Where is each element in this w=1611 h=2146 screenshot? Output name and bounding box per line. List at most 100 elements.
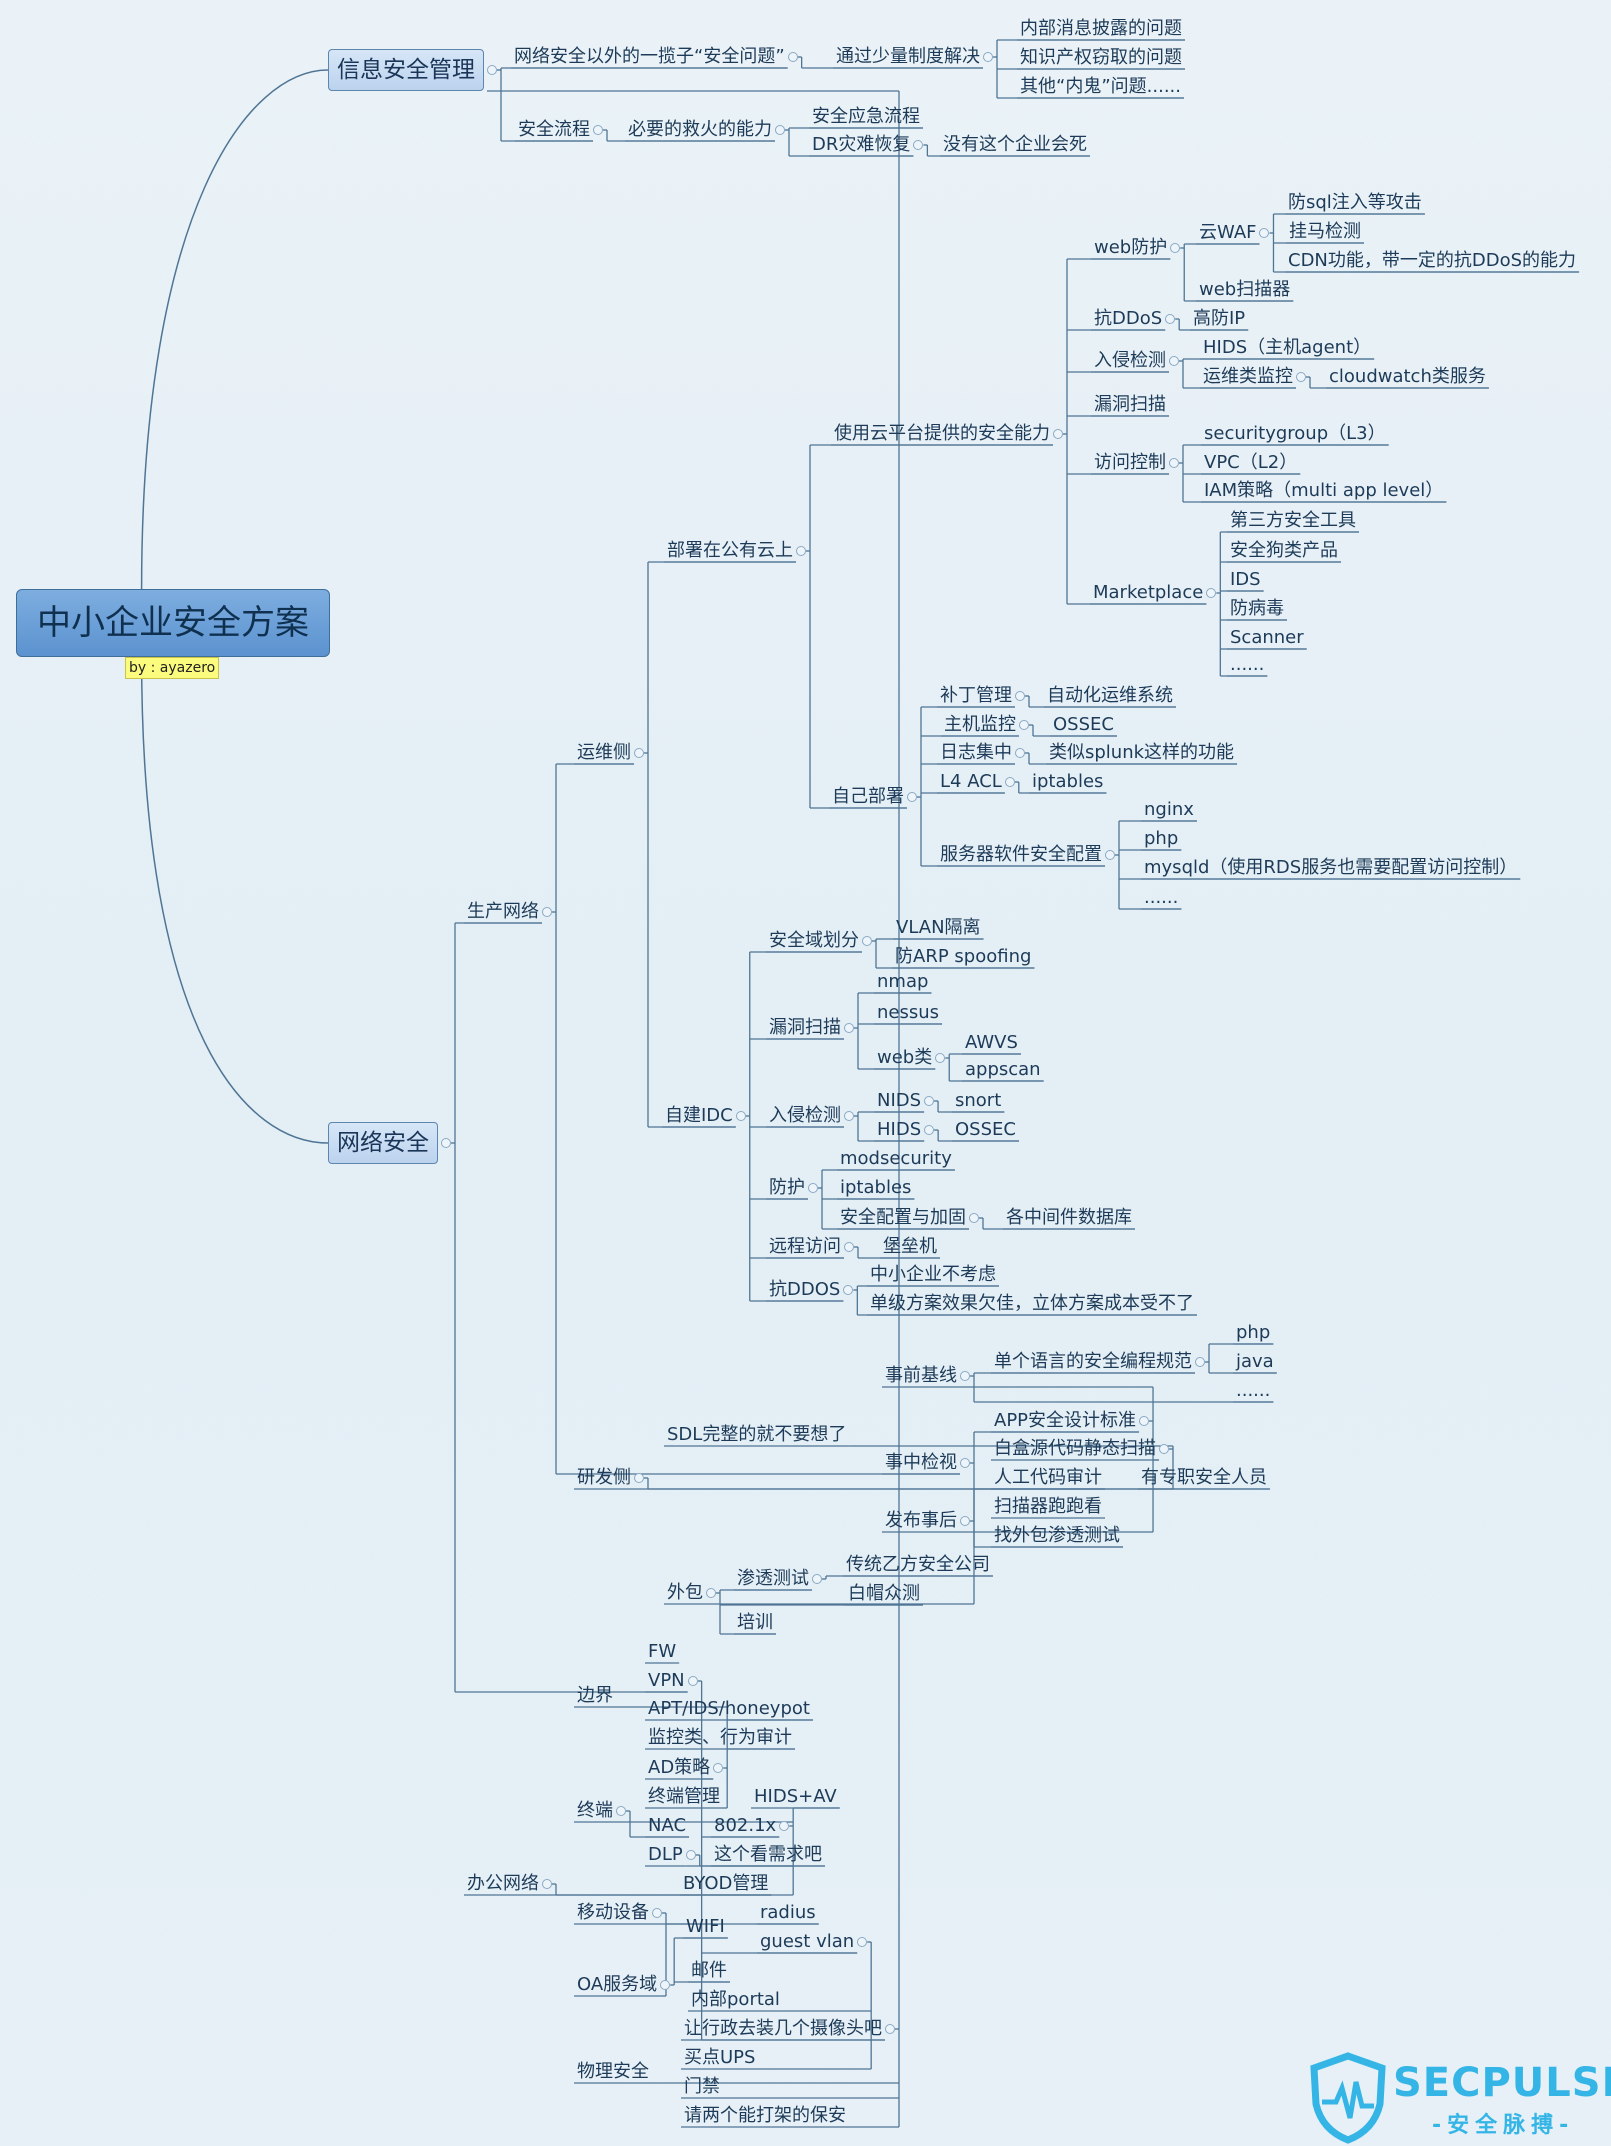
mind-map-node[interactable]: AD策略 (648, 1757, 711, 1778)
collapse-toggle-icon[interactable] (1259, 228, 1270, 238)
mind-map-node[interactable]: L4 ACL (940, 771, 1002, 792)
mind-map-node[interactable]: HIDS（主机agent） (1203, 337, 1372, 358)
mind-map-node[interactable]: CDN功能，带一定的抗DDoS的能力 (1288, 250, 1577, 271)
collapse-toggle-icon[interactable] (1169, 356, 1179, 366)
mind-map-node[interactable]: nmap (877, 971, 929, 992)
mind-map-node[interactable]: FW (648, 1641, 677, 1662)
collapse-toggle-icon[interactable] (983, 52, 993, 62)
collapse-toggle-icon[interactable] (808, 1183, 818, 1193)
mind-map-node[interactable]: 安全配置与加固 (840, 1207, 966, 1228)
mind-map-node[interactable]: 各中间件数据库 (1006, 1207, 1132, 1228)
mind-map-node[interactable]: BYOD管理 (683, 1873, 769, 1894)
branch-topic-info-security[interactable]: 信息安全管理 (328, 49, 484, 91)
mind-map-node[interactable]: snort (955, 1090, 1002, 1111)
mind-map-node[interactable]: 这个看需求吧 (714, 1844, 822, 1865)
collapse-toggle-icon[interactable] (1170, 243, 1181, 253)
mind-map-node[interactable]: 挂马检测 (1289, 221, 1361, 242)
mind-map-node[interactable]: IAM策略（multi app level） (1204, 480, 1444, 501)
collapse-toggle-icon[interactable] (1206, 588, 1217, 598)
mind-map-node[interactable]: 办公网络 (467, 1873, 539, 1894)
collapse-toggle-icon[interactable] (913, 140, 924, 150)
collapse-toggle-icon[interactable] (844, 1111, 854, 1121)
mind-map-node[interactable]: iptables (840, 1177, 912, 1198)
mind-map-node[interactable]: 知识产权窃取的问题 (1020, 47, 1182, 68)
mind-map-node[interactable]: web类 (877, 1047, 933, 1068)
mind-map-node[interactable]: 服务器软件安全配置 (940, 844, 1102, 865)
branch-topic-network-security[interactable]: 网络安全 (328, 1122, 438, 1164)
mind-map-node[interactable]: securitygroup（L3） (1204, 423, 1386, 444)
collapse-toggle-icon[interactable] (1019, 720, 1029, 730)
mind-map-node[interactable]: 通过少量制度解决 (836, 46, 980, 67)
mind-map-node[interactable]: 内部portal (691, 1989, 780, 2010)
mind-map-node[interactable]: 找外包渗透测试 (994, 1525, 1120, 1546)
collapse-toggle-icon[interactable] (787, 52, 798, 62)
mind-map-node[interactable]: 部署在公有云上 (667, 540, 793, 561)
mind-map-node[interactable]: 安全域划分 (769, 930, 859, 951)
collapse-toggle-icon[interactable] (1015, 691, 1025, 701)
collapse-toggle-icon[interactable] (687, 1676, 698, 1686)
mind-map-node[interactable]: 日志集中 (940, 742, 1012, 763)
mind-map-node[interactable]: AWVS (965, 1032, 1018, 1053)
mind-map-node[interactable]: 必要的救火的能力 (628, 119, 772, 140)
collapse-toggle-icon[interactable] (844, 1023, 854, 1033)
collapse-toggle-icon[interactable] (969, 1213, 979, 1223)
mind-map-node[interactable]: 访问控制 (1094, 452, 1166, 473)
collapse-toggle-icon[interactable] (1169, 458, 1179, 468)
collapse-toggle-icon[interactable] (1159, 1444, 1169, 1454)
mind-map-node[interactable]: 入侵检测 (1094, 350, 1166, 371)
mind-map-node[interactable]: VLAN隔离 (896, 917, 981, 938)
collapse-toggle-icon[interactable] (924, 1096, 935, 1106)
collapse-toggle-icon[interactable] (960, 1371, 970, 1381)
mind-map-node[interactable]: web防护 (1094, 237, 1168, 258)
mind-map-node[interactable]: 自己部署 (832, 786, 904, 807)
mind-map-node[interactable]: 防sql注入等攻击 (1288, 192, 1422, 213)
mind-map-node[interactable]: 白帽众测 (848, 1583, 920, 1604)
mind-map-node[interactable]: php (1144, 828, 1179, 849)
mind-map-node[interactable]: 高防IP (1193, 308, 1246, 329)
collapse-toggle-icon[interactable] (1053, 429, 1063, 439)
mind-map-node[interactable]: OSSEC (1053, 714, 1114, 735)
collapse-toggle-icon[interactable] (634, 748, 644, 758)
mind-map-node[interactable]: 云WAF (1199, 222, 1257, 243)
mind-map-node[interactable]: HIDS (877, 1119, 922, 1140)
mind-map-node[interactable]: 生产网络 (467, 901, 539, 922)
mind-map-node[interactable]: 其他“内鬼”问题...... (1020, 76, 1181, 97)
mind-map-node[interactable]: 第三方安全工具 (1230, 510, 1356, 531)
mind-map-node[interactable]: HIDS+AV (754, 1786, 837, 1807)
mind-map-node[interactable]: 事中检视 (885, 1452, 957, 1473)
mind-map-node[interactable]: 扫描器跑跑看 (994, 1496, 1102, 1517)
mind-map-node[interactable]: 主机监控 (944, 714, 1016, 735)
mind-map-node[interactable]: 防病毒 (1230, 598, 1284, 619)
collapse-toggle-icon[interactable] (960, 1516, 970, 1526)
mind-map-node[interactable]: 防护 (769, 1177, 805, 1198)
collapse-toggle-icon[interactable] (652, 1908, 662, 1918)
mind-map-node[interactable]: 堡垒机 (883, 1236, 937, 1257)
mind-map-node[interactable]: VPC（L2） (1204, 452, 1298, 473)
mind-map-node[interactable]: 培训 (737, 1612, 773, 1633)
mind-map-node[interactable]: 边界 (577, 1685, 613, 1706)
mind-map-node[interactable]: 渗透测试 (737, 1568, 809, 1589)
mind-map-node[interactable]: nessus (877, 1002, 940, 1023)
mind-map-node[interactable]: APP安全设计标准 (994, 1410, 1137, 1431)
collapse-toggle-icon[interactable] (775, 125, 785, 135)
collapse-toggle-icon[interactable] (542, 907, 552, 917)
mind-map-node[interactable]: java (1236, 1351, 1274, 1372)
mind-map-node[interactable]: 运维类监控 (1203, 366, 1293, 387)
collapse-toggle-icon[interactable] (907, 792, 917, 802)
mind-map-node[interactable]: 研发侧 (577, 1467, 631, 1488)
mind-map-node[interactable]: 移动设备 (577, 1902, 649, 1923)
mind-map-node[interactable]: APT/IDS/honeypot (648, 1698, 810, 1719)
mind-map-node[interactable]: 抗DDoS (1094, 308, 1163, 329)
mind-map-node[interactable]: 人工代码审计 (994, 1467, 1102, 1488)
collapse-toggle-icon[interactable] (1105, 850, 1115, 860)
mind-map-node[interactable]: OA服务域 (577, 1974, 658, 1995)
mind-map-node[interactable]: SDL完整的就不要想了 (667, 1424, 847, 1445)
mind-map-node[interactable]: ...... (1236, 1380, 1271, 1401)
root-topic[interactable]: 中小企业安全方案 (16, 589, 330, 657)
collapse-toggle-icon[interactable] (843, 1285, 854, 1295)
collapse-toggle-icon[interactable] (1139, 1416, 1150, 1426)
collapse-toggle-icon[interactable] (616, 1806, 626, 1816)
mind-map-node[interactable]: 邮件 (691, 1960, 727, 1981)
mind-map-node[interactable]: 单级方案效果欠佳，立体方案成本受不了 (870, 1293, 1194, 1314)
mind-map-node[interactable]: 安全应急流程 (812, 106, 920, 127)
